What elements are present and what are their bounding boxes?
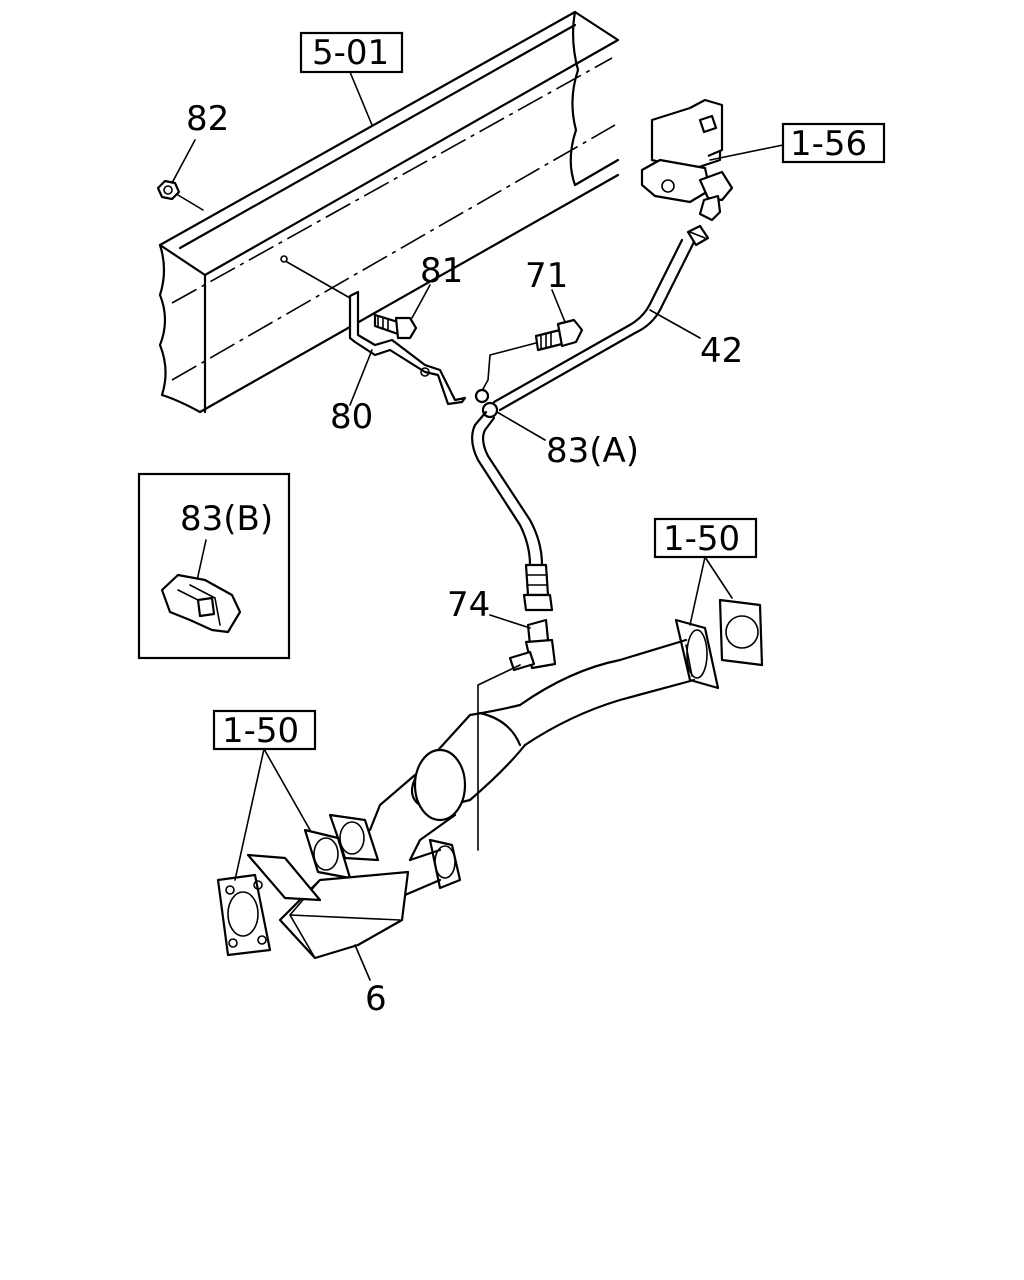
detail-label-83b: 83(B) (180, 499, 273, 539)
frame-rail (158, 10, 620, 414)
fitting-74 (477, 614, 557, 851)
ref-box-1-56[interactable]: 1-56 (781, 122, 886, 164)
detail-box-83b: 83(B) (137, 472, 291, 660)
callout-82: 82 (186, 99, 229, 139)
bolt-71 (477, 289, 584, 399)
hose-42 (492, 224, 710, 412)
callout-74: 74 (447, 585, 490, 625)
bolt-81 (373, 284, 431, 340)
clip-83a (474, 388, 546, 441)
valve-assembly (640, 98, 784, 222)
callout-83a: 83(A) (546, 431, 639, 471)
ref-box-1-50-left[interactable]: 1-50 (212, 709, 317, 881)
nut-82 (156, 139, 204, 211)
bracket-80 (280, 255, 467, 406)
ref-box-1-50-right[interactable]: 1-50 (653, 517, 758, 626)
ref-label-5-01: 5-01 (312, 33, 389, 73)
ref-label-1-50-left: 1-50 (222, 711, 299, 751)
steel-pipe (471, 410, 554, 612)
callout-42: 42 (700, 331, 743, 371)
ref-label-1-50-right: 1-50 (663, 519, 740, 559)
ref-box-5-01[interactable]: 5-01 (299, 31, 404, 126)
callout-6: 6 (365, 979, 387, 1019)
callout-71: 71 (525, 256, 568, 296)
ref-label-1-56: 1-56 (790, 124, 867, 164)
exhaust-pipe-6 (216, 598, 764, 981)
callout-81: 81 (420, 251, 463, 291)
callout-80: 80 (330, 397, 373, 437)
